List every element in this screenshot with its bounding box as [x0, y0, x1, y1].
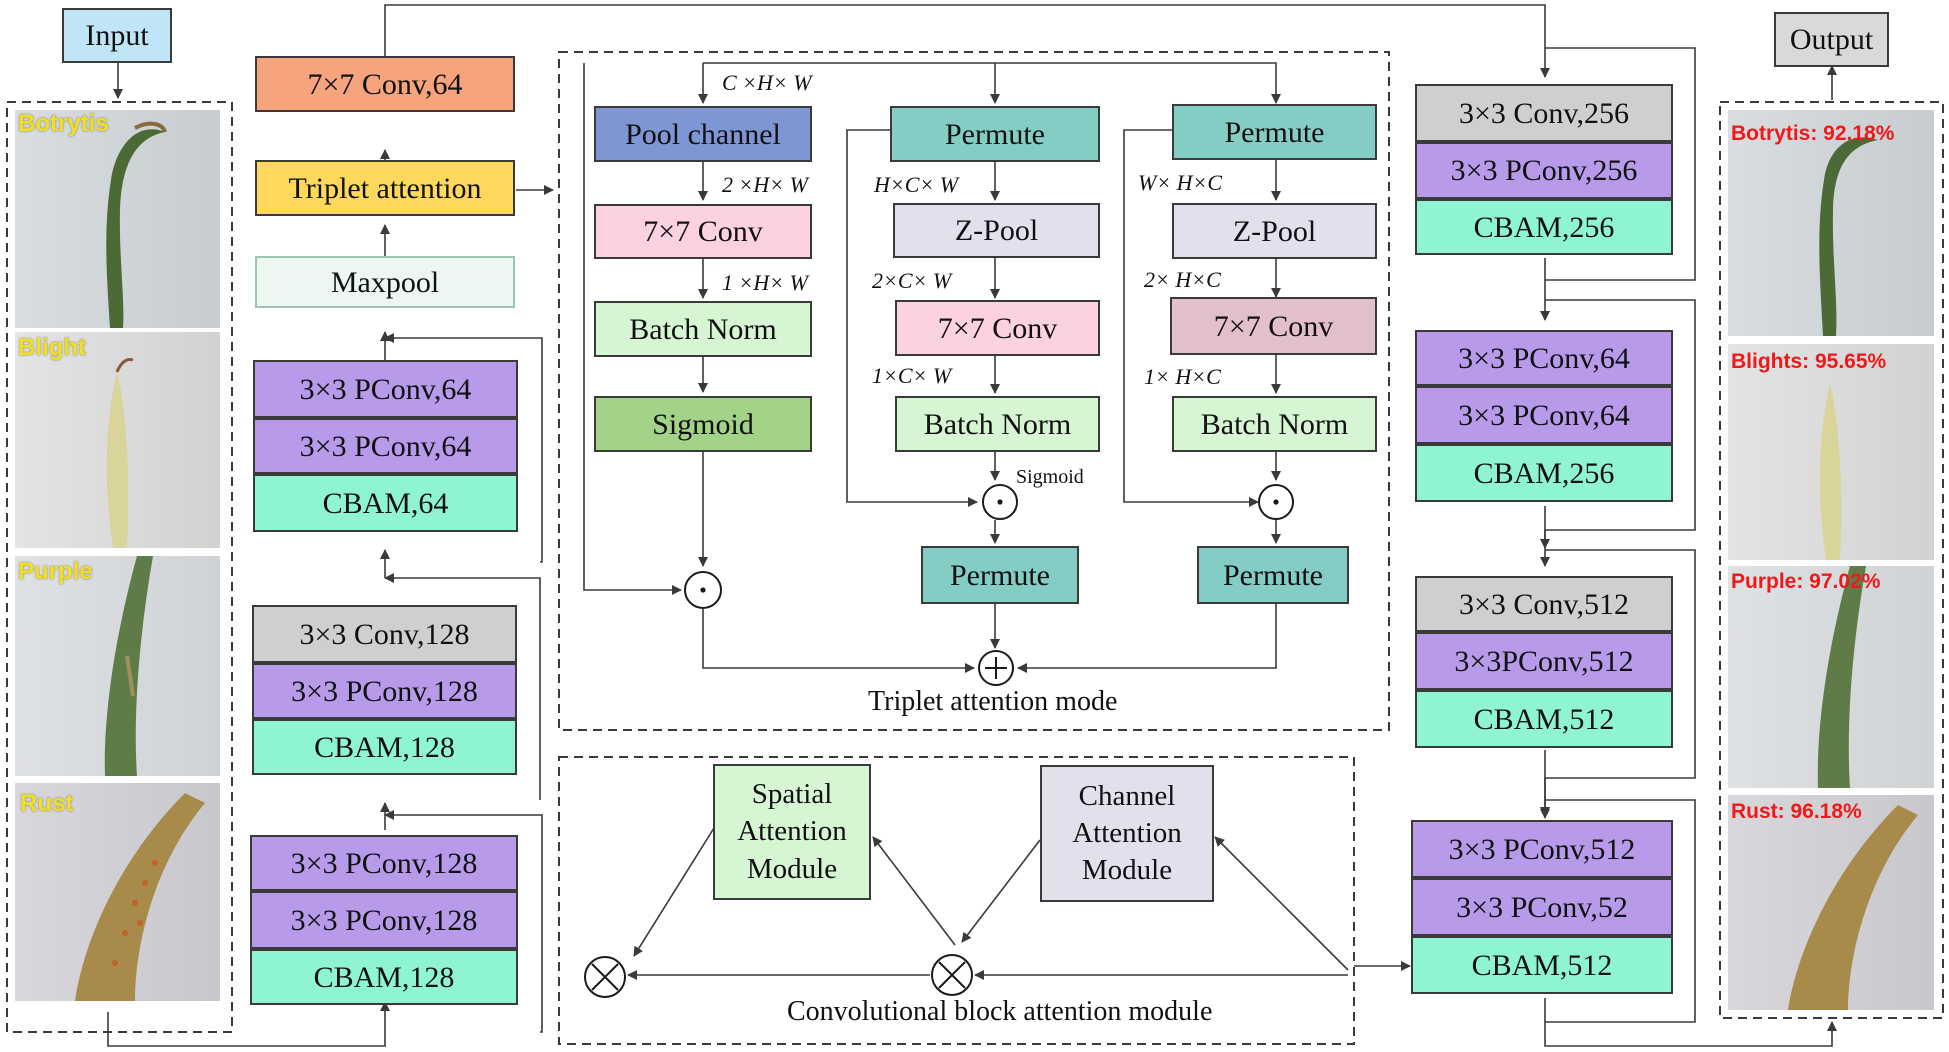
- right-block1-cbam: CBAM,256: [1415, 199, 1673, 255]
- permute-block: Permute: [890, 106, 1100, 162]
- left-block3-cbam: CBAM,128: [250, 949, 518, 1005]
- sample-label: Rust: [20, 790, 74, 817]
- dim-label: C ×H× W: [722, 70, 812, 95]
- conv7-block: 7×7 Conv: [594, 204, 812, 259]
- output-image-botrytis: [1728, 110, 1934, 336]
- batch-norm-block: Batch Norm: [594, 301, 812, 357]
- dim-label: W× H×C: [1138, 170, 1223, 195]
- output-image-purple: [1728, 566, 1934, 788]
- spatial-attention-module: Spatial Attention Module: [713, 764, 871, 900]
- sample-label: Blight: [18, 334, 86, 361]
- dim-label: 1× H×C: [1144, 364, 1221, 389]
- output-image-blight: [1728, 344, 1934, 560]
- sigmoid-block: Sigmoid: [594, 396, 812, 452]
- leaf-image: [1819, 137, 1878, 336]
- sample-label: Purple: [18, 558, 93, 585]
- right-block1-layer: 3×3 PConv,256: [1415, 142, 1673, 199]
- permute-out-block: Permute: [921, 546, 1079, 604]
- right-block3-cbam: CBAM,512: [1415, 690, 1673, 748]
- leaf-image: [1819, 384, 1842, 560]
- dim-label: 1 ×H× W: [722, 270, 808, 295]
- dim-label: 1×C× W: [872, 363, 952, 388]
- left-block1-layer: 3×3 PConv,64: [253, 360, 518, 418]
- sample-label: Botrytis: [18, 110, 109, 137]
- input-image-purple: [15, 556, 220, 776]
- z-pool-block: Z-Pool: [893, 203, 1100, 258]
- conv7-block: 7×7 Conv,64: [255, 56, 515, 112]
- left-block2-cbam: CBAM,128: [252, 719, 517, 775]
- dim-label: 2 ×H× W: [722, 172, 808, 197]
- cbam-caption: Convolutional block attention module: [787, 996, 1213, 1027]
- right-block4-cbam: CBAM,512: [1411, 936, 1673, 994]
- sigmoid-label: Sigmoid: [1016, 466, 1084, 488]
- right-block4-layer: 3×3 PConv,52: [1411, 878, 1673, 936]
- input-image-rust: [15, 783, 220, 1001]
- right-block2-cbam: CBAM,256: [1415, 444, 1673, 502]
- pool-channel-block: Pool channel: [594, 106, 812, 162]
- result-label: Blights: 95.65%: [1731, 350, 1887, 373]
- leaf-image: [104, 556, 153, 776]
- right-block4-layer: 3×3 PConv,512: [1411, 820, 1673, 878]
- permute-out-block: Permute: [1197, 546, 1349, 604]
- channel-attention-module: Channel Attention Module: [1040, 765, 1214, 902]
- left-block2-layer: 3×3 Conv,128: [252, 605, 517, 663]
- left-block3-layer: 3×3 PConv,128: [250, 835, 518, 891]
- output-image-rust: [1728, 795, 1934, 1010]
- right-block3-layer: 3×3 Conv,512: [1415, 576, 1673, 632]
- leaf-image: [75, 793, 205, 1001]
- z-pool-block: Z-Pool: [1172, 203, 1377, 259]
- permute-block: Permute: [1172, 104, 1377, 160]
- batch-norm-block: Batch Norm: [1172, 396, 1377, 452]
- input-image-botrytis: [15, 110, 220, 328]
- dim-label: H×C× W: [874, 172, 959, 197]
- left-block1-cbam: CBAM,64: [253, 474, 518, 532]
- conv7-block: 7×7 Conv: [895, 300, 1100, 356]
- right-block2-layer: 3×3 PConv,64: [1415, 330, 1673, 386]
- triplet-caption: Triplet attention mode: [868, 686, 1118, 717]
- result-label: Rust: 96.18%: [1731, 800, 1862, 823]
- result-label: Purple: 97.02%: [1731, 570, 1881, 593]
- right-block3-layer: 3×3PConv,512: [1415, 632, 1673, 690]
- triplet-attention-block: Triplet attention: [255, 160, 515, 216]
- output-box: Output: [1774, 12, 1889, 67]
- conv7-block: 7×7 Conv: [1170, 297, 1377, 355]
- batch-norm-block: Batch Norm: [895, 396, 1100, 452]
- dim-label: 2× H×C: [1144, 267, 1221, 292]
- right-block1-layer: 3×3 Conv,256: [1415, 84, 1673, 142]
- input-image-blight: [15, 332, 220, 548]
- result-label: Botrytis: 92.18%: [1731, 122, 1895, 145]
- right-block2-layer: 3×3 PConv,64: [1415, 386, 1673, 444]
- leaf-image: [1788, 805, 1918, 1010]
- leaf-image: [106, 121, 167, 328]
- left-block2-layer: 3×3 PConv,128: [252, 663, 517, 719]
- leaf-image: [106, 358, 134, 548]
- left-block3-layer: 3×3 PConv,128: [250, 891, 518, 949]
- left-block1-layer: 3×3 PConv,64: [253, 418, 518, 474]
- leaf-image: [1817, 566, 1866, 788]
- input-box: Input: [62, 8, 172, 63]
- maxpool-block: Maxpool: [255, 256, 515, 308]
- dim-label: 2×C× W: [872, 268, 952, 293]
